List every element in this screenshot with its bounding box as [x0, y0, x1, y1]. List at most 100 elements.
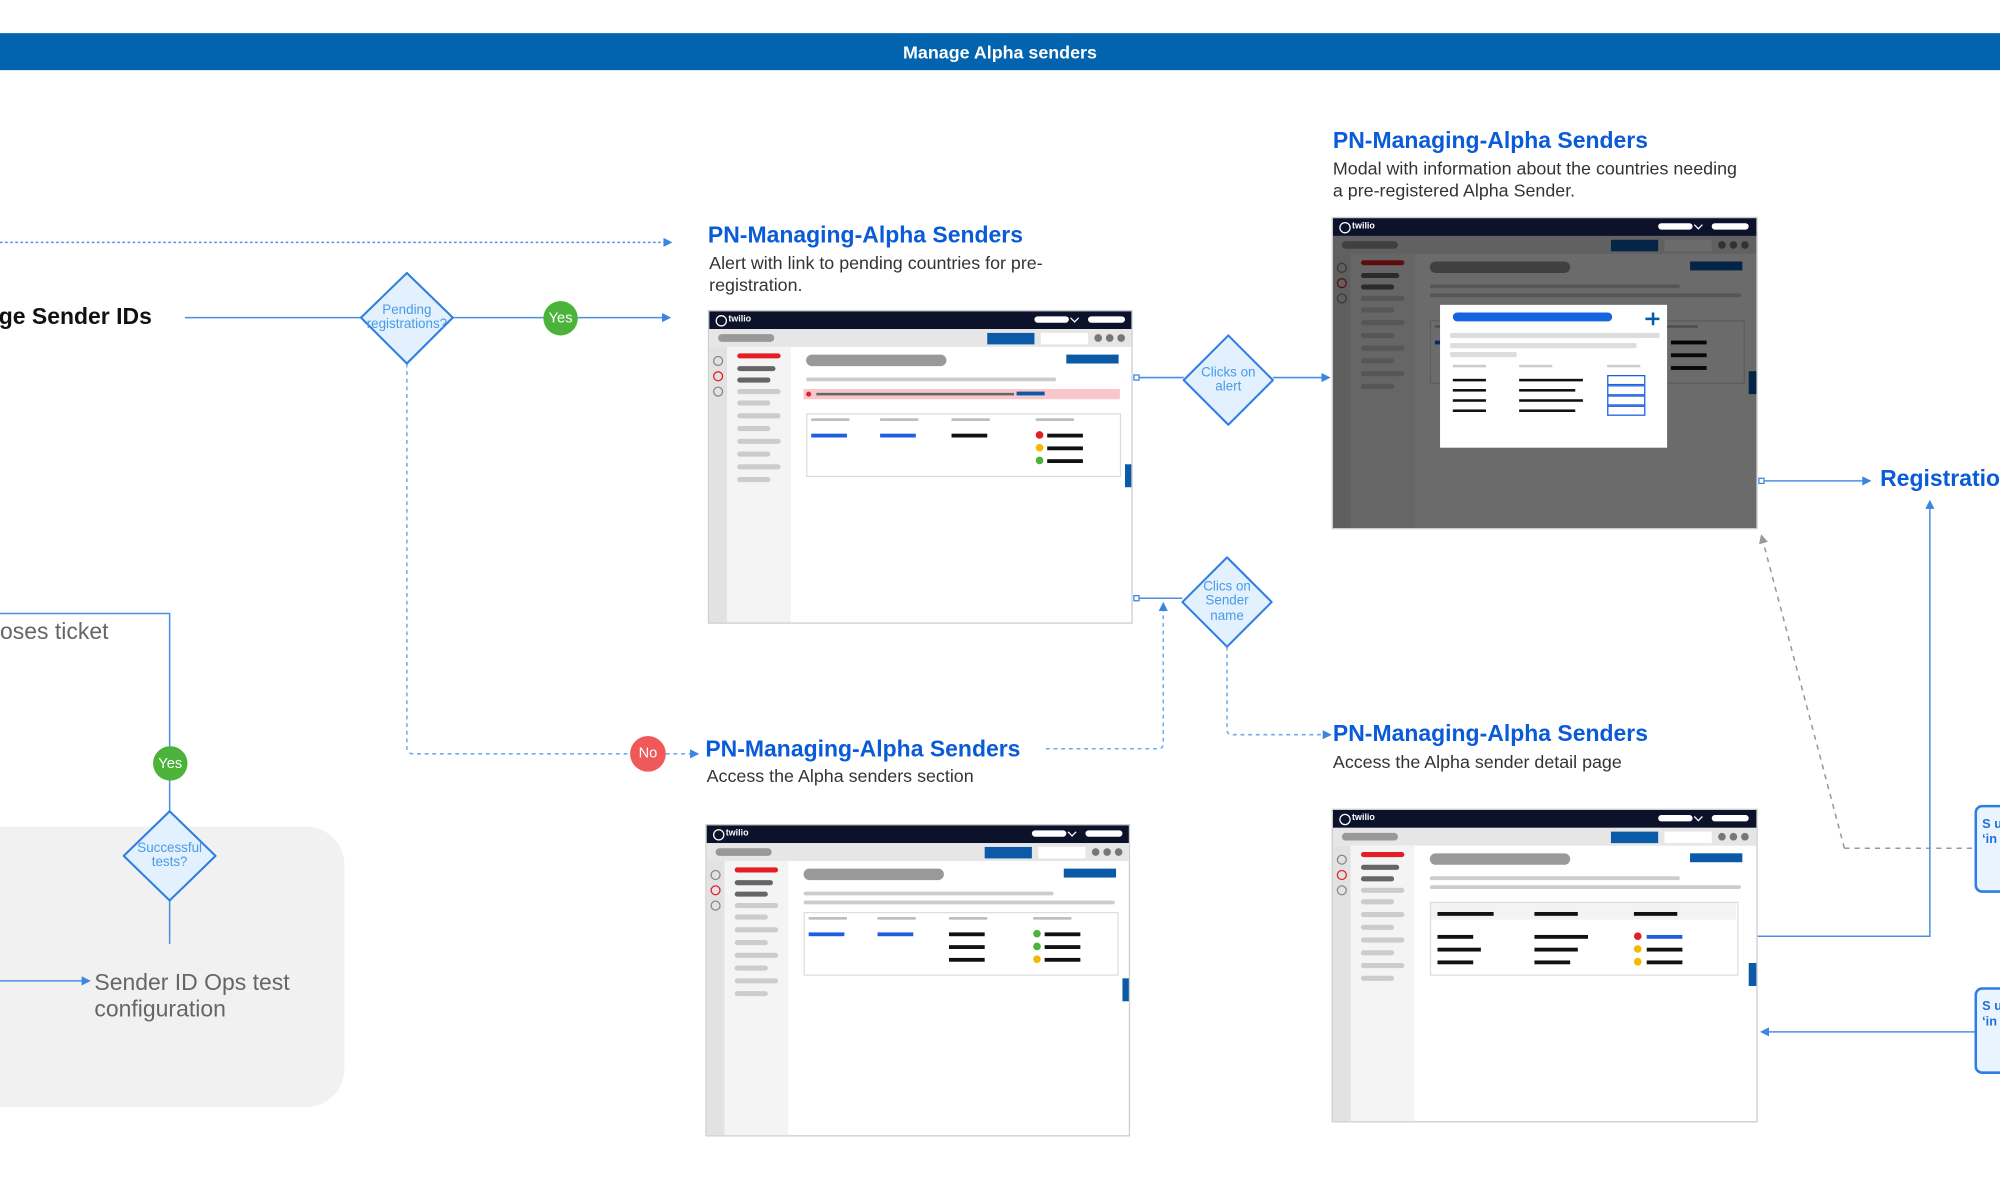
mock-primary-button [1690, 853, 1743, 863]
rail-icon [1336, 869, 1347, 881]
flow-start-label: ge Sender IDs [0, 303, 152, 330]
logo-text: twilio [1352, 221, 1375, 231]
rail-icon [1336, 854, 1347, 865]
desc-line [806, 377, 1057, 382]
connector-dashed-gray [1759, 534, 1846, 849]
status-update-box-text: S up ‘in p [1982, 817, 2000, 847]
nav-item [737, 477, 771, 483]
table [1429, 901, 1739, 976]
status-dot [1035, 456, 1044, 465]
rail-icon [713, 386, 724, 397]
alert-link [1016, 391, 1045, 396]
mockup-modal-screen: twilio [1331, 216, 1758, 530]
modal-title-pill [1452, 312, 1613, 322]
mockup-detail-screen: twilio [1331, 808, 1758, 1123]
mock-search [1664, 831, 1712, 844]
cell [1646, 934, 1683, 939]
diamond-successful-label: Successful tests? [137, 839, 203, 870]
rail-icon [1336, 885, 1347, 896]
cell [1534, 947, 1578, 952]
desc-line [803, 891, 1054, 896]
logo-icon [715, 315, 728, 327]
connector-closes-ticket [0, 612, 171, 747]
cell [1047, 433, 1083, 438]
dot-icon [1091, 848, 1100, 856]
nav-item [737, 438, 781, 444]
desc-line [1429, 876, 1680, 881]
mock-topbar [1332, 218, 1757, 236]
cell [951, 433, 988, 438]
cell [1437, 947, 1481, 952]
desc-line [1429, 885, 1742, 890]
modal-line [1450, 343, 1637, 349]
registration-label: Registratio [1880, 465, 2000, 492]
mockup-list-screen: twilio [705, 823, 1131, 1137]
nav-item [734, 952, 779, 958]
cell [1534, 960, 1571, 965]
dot-icon [1729, 832, 1738, 841]
menu-pill [1711, 223, 1749, 230]
nav-item [737, 377, 771, 383]
link [877, 932, 914, 937]
nav-item [1360, 937, 1405, 943]
country-link [1607, 395, 1646, 406]
country-link [1607, 374, 1646, 386]
status-update-box: S up ‘in p [1974, 804, 2000, 893]
alert-dot [806, 391, 812, 397]
cell [1047, 459, 1083, 464]
mock-search [1040, 332, 1089, 345]
ops-config-label: Sender ID Ops test configuration [94, 969, 290, 1022]
diamond-clicks-alert-label: Clicks on alert [1201, 364, 1256, 395]
modal-line [1450, 332, 1660, 339]
nav-item [1360, 864, 1400, 870]
rail-icon [710, 885, 721, 896]
dot-icon [1105, 334, 1114, 342]
mock-blue-button [987, 332, 1035, 345]
card-desc: Alert with link to pending countries for… [709, 252, 1043, 295]
dot-icon [1741, 832, 1749, 841]
card-desc: Access the Alpha sender detail page [1332, 751, 1622, 772]
status-update-box: S up ‘in p [1974, 987, 2000, 1074]
logo-text: twilio [1352, 813, 1375, 823]
status-dot [1033, 929, 1041, 938]
th [1633, 911, 1678, 916]
account-pill [1341, 832, 1398, 841]
mock-topbar [709, 311, 1132, 330]
nav-item [737, 451, 771, 457]
cell [1452, 399, 1486, 402]
link [811, 433, 847, 438]
nav-item [1360, 924, 1395, 930]
card-desc: Access the Alpha senders section [706, 765, 974, 786]
nav-item [737, 400, 771, 406]
plus-icon [1645, 317, 1660, 320]
rail-icon [710, 869, 721, 881]
page-title-pill [806, 354, 947, 367]
mock-blue-button [1610, 831, 1659, 844]
diamond-successful [122, 810, 217, 902]
mock-topbar [706, 825, 1129, 844]
th [1033, 917, 1072, 920]
banner-title: Manage Alpha senders [903, 41, 1097, 62]
diamond-clicks-sender-label: Clics on Sender name [1203, 578, 1251, 624]
nav-item [734, 891, 768, 897]
nav-item [1360, 887, 1405, 893]
cell [1646, 960, 1683, 965]
diamond-pending-label: Pending registrations? [366, 301, 448, 332]
status-dot [1035, 443, 1044, 452]
page-title-pill [1429, 853, 1571, 865]
rail-icon [713, 371, 724, 382]
account-pill [715, 848, 772, 856]
card-title: PN-Managing-Alpha Senders [707, 221, 1023, 248]
nav-item [1360, 975, 1395, 981]
no-badge: No [630, 735, 666, 772]
menu-pill [1085, 830, 1123, 837]
connector-detail-registration [1690, 499, 1935, 937]
account-pill [718, 334, 775, 342]
nav-active [1360, 852, 1405, 858]
cell [1519, 399, 1583, 402]
th [1452, 364, 1486, 368]
cell [1534, 934, 1589, 939]
status-dot [1033, 955, 1041, 964]
cell [1452, 389, 1486, 392]
yes-badge: Yes [153, 746, 188, 781]
